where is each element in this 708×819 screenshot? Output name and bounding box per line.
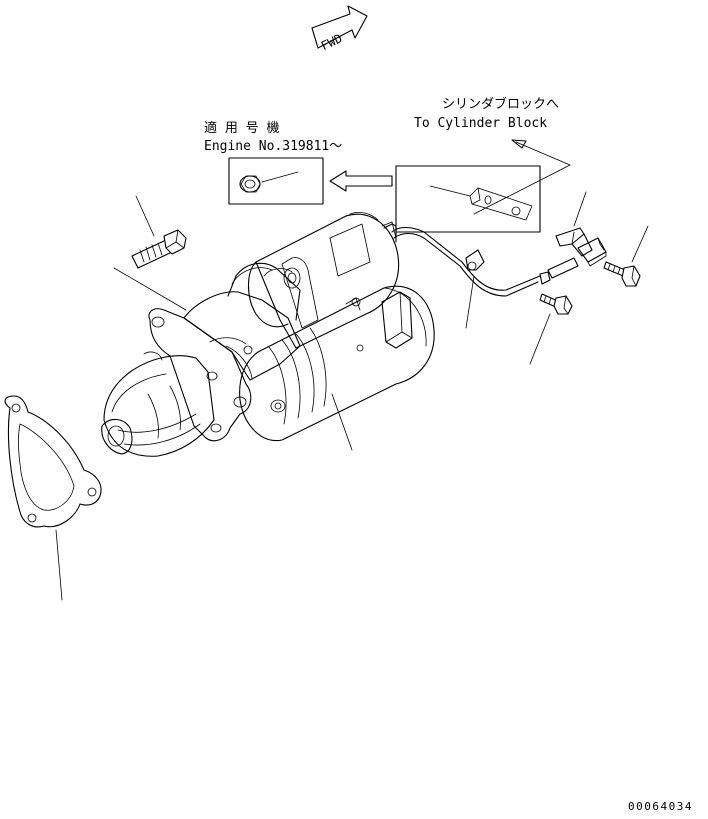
starter-motor [101,212,435,457]
applicable-engine-no: Engine No.319811～ [204,139,342,154]
connector-bolt [603,225,649,287]
detail-box-bracket [395,165,541,233]
detail-box-nut [228,157,324,205]
gasket [4,395,102,601]
wire-harness [391,226,551,329]
applicable-title: 適 用 号 機 [204,120,279,136]
cylinder-note-en: To Cylinder Block [414,116,547,131]
mounting-bolt [113,195,187,311]
cylinder-note-jp: シリンダブロックへ [442,96,559,112]
harness-bolt [529,293,573,365]
drawing-number: 00064034 [628,800,693,813]
detail-arrow [329,170,393,192]
harness-clip [555,191,593,257]
harness-connector [547,237,607,279]
cylinder-direction-arrow [473,139,571,215]
fwd-arrow: FWD [311,5,368,53]
